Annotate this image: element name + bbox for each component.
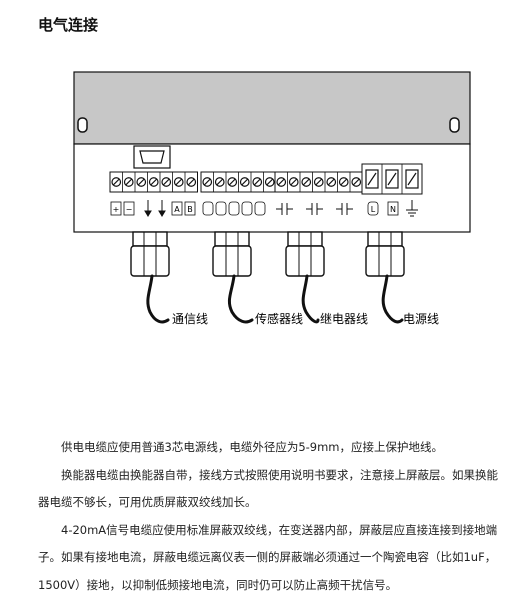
mark-b: B xyxy=(187,205,193,214)
mark-l: L xyxy=(371,205,376,214)
sensor-symbols xyxy=(202,201,266,216)
section-title: 电气连接 xyxy=(38,16,99,34)
db9-connector xyxy=(133,145,171,169)
paragraph: 供电电缆应使用普通3芯电源线，电缆外径应为5-9mm，应接上保护地线。 xyxy=(61,440,444,454)
label-comm-cable: 通信线 xyxy=(172,312,208,326)
cable xyxy=(301,274,320,324)
paragraph: 换能器电缆由换能器自带，接线方式按照使用说明书要求，注意接上屏蔽层。如果换能器电… xyxy=(38,467,498,510)
label-power-cable: 电源线 xyxy=(403,312,439,326)
terminal-block-comm xyxy=(109,171,198,193)
label-sensor-cable: 传感器线 xyxy=(255,311,303,326)
earth-ground-icon xyxy=(406,200,418,217)
cable xyxy=(227,274,254,324)
mark-n: N xyxy=(390,205,396,214)
cable-gland-power xyxy=(365,231,405,324)
cable-gland-relay xyxy=(285,231,325,324)
lid-screw-left xyxy=(77,117,88,133)
terminal-block-power xyxy=(361,163,423,195)
cable-gland-sensor xyxy=(212,231,254,324)
paragraph: 4-20mA信号电缆应使用标准屏蔽双绞线，在变送器内部，屏蔽层应直接连接到接地端… xyxy=(38,522,498,592)
cable xyxy=(381,274,404,324)
mark-a: A xyxy=(174,205,180,214)
body-text: 供电电缆应使用普通3芯电源线，电缆外径应为5-9mm，应接上保护地线。 换能器电… xyxy=(38,434,508,599)
cable xyxy=(146,274,170,324)
lid-screw-right xyxy=(449,117,460,133)
ground-arrow-icon xyxy=(144,200,166,217)
wiring-diagram: + − A B L N xyxy=(73,71,471,326)
mark-plus: + xyxy=(113,205,120,214)
relay-contact-icon xyxy=(276,203,353,215)
enclosure-lid xyxy=(73,71,471,145)
label-relay-cable: 继电器线 xyxy=(320,312,368,326)
terminal-block-sensor xyxy=(200,171,277,193)
terminal-block-relay xyxy=(274,171,363,193)
mark-minus: − xyxy=(126,205,133,214)
cable-gland-comm xyxy=(130,231,170,324)
